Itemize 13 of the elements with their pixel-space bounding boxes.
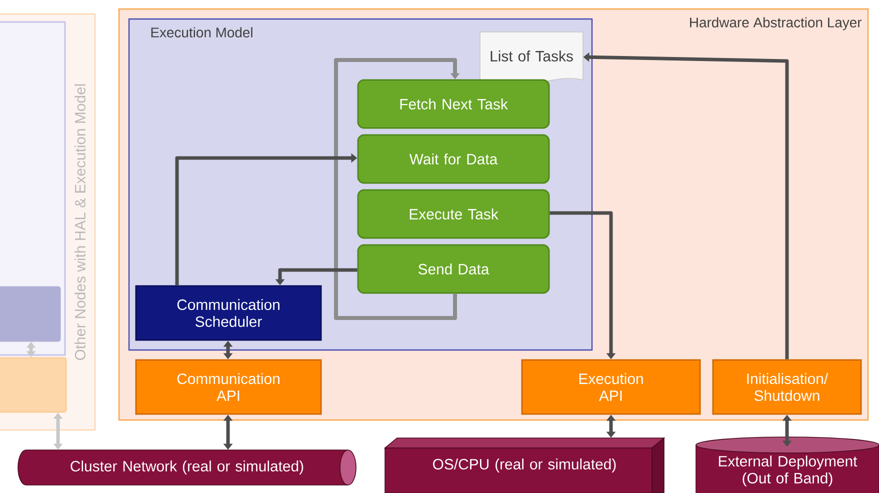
api-box: Initialisation/ Shutdown [712,359,862,415]
deployment-cylinder: External Deployment (Out of Band) [696,436,879,493]
task-box: Fetch Next Task [357,79,550,129]
scheduler-box: Communication Scheduler [135,285,322,341]
api-box [0,357,67,413]
task-box: Send Data [357,244,550,294]
task-box: Execute Task [357,189,550,239]
arrow [334,58,460,320]
api-box: Execution API [521,359,701,415]
api-box: Communication API [135,359,322,415]
scheduler-box [0,286,61,342]
network-cylinder: Cluster Network (real or simulated) [18,450,356,486]
task-box: Wait for Data [357,134,550,184]
